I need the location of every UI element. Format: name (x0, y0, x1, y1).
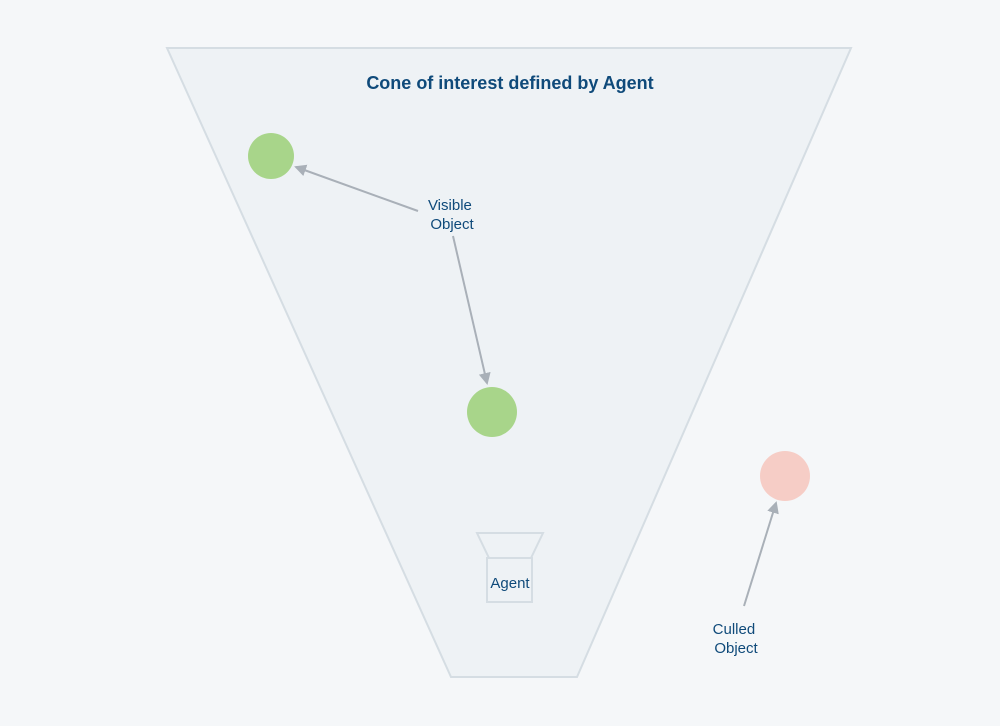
cone-of-interest (165, 47, 853, 678)
arrow-to-center-object (452, 235, 491, 385)
arrow-to-top-left-object (294, 164, 419, 212)
visible-object-top-left (248, 133, 294, 179)
visible-object-center (467, 387, 517, 437)
agent-lens (475, 532, 545, 559)
agent-label: Agent (490, 575, 530, 592)
culled-object-label-line2: Object (714, 640, 758, 657)
culled-object-label: Culled Object (713, 621, 760, 657)
visible-object-label: Visible Object (428, 197, 476, 233)
culled-object-label-line1: Culled (713, 621, 756, 638)
culled-object (760, 451, 810, 501)
visible-object-label-line2: Object (430, 216, 474, 233)
agent-camera-icon (475, 532, 545, 603)
arrow-to-culled-object (743, 501, 779, 607)
diagram-title: Cone of interest defined by Agent (366, 73, 653, 93)
agent-body (486, 557, 533, 603)
visible-object-label-line1: Visible (428, 197, 472, 214)
